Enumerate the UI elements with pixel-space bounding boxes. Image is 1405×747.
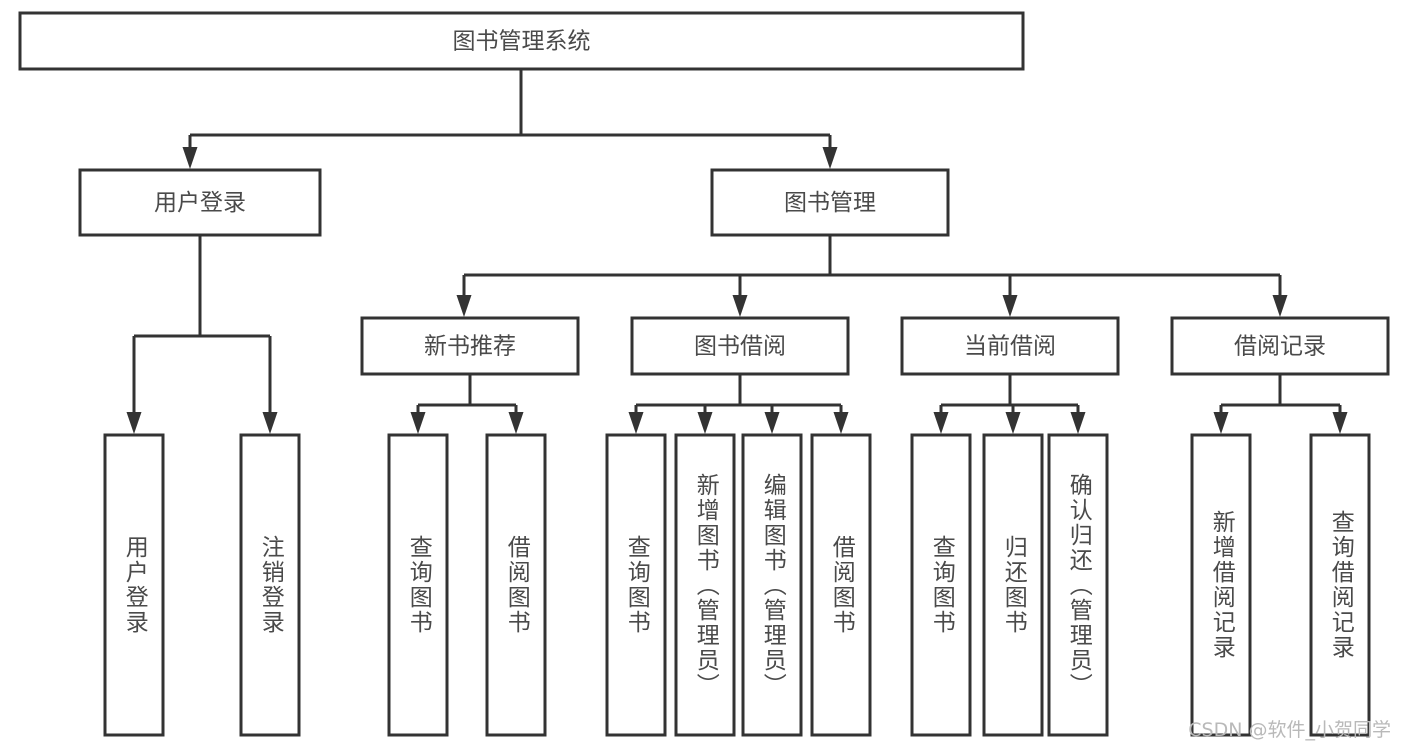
node-n-new-book-rec[interactable]: 新书推荐	[360, 316, 580, 376]
node-n-book-borrow[interactable]: 图书借阅	[630, 316, 850, 376]
node-n-book-manage[interactable]: 图书管理	[710, 168, 950, 237]
edge-group	[628, 374, 849, 434]
node-box[interactable]	[630, 316, 850, 376]
arrow-head-icon	[262, 412, 278, 434]
node-label: 图书管理系统	[453, 29, 591, 55]
node-n-leaf-logout[interactable]	[239, 433, 301, 737]
arrow-head-icon	[1272, 295, 1288, 317]
arrow-head-icon	[410, 412, 426, 434]
node-label: 当前借阅	[964, 334, 1056, 360]
node-box[interactable]	[239, 433, 301, 737]
node-box[interactable]	[710, 168, 950, 237]
arrow-head-icon	[1213, 412, 1229, 434]
node-box[interactable]	[1309, 433, 1371, 737]
node-box[interactable]	[605, 433, 667, 737]
node-box[interactable]	[1047, 433, 1109, 737]
edge-group	[182, 69, 838, 169]
edge-group	[410, 374, 524, 434]
arrow-head-icon	[456, 295, 472, 317]
arrow-head-icon	[933, 412, 949, 434]
node-n-leaf-borrow-book-1[interactable]	[485, 433, 547, 737]
arrow-head-icon	[1070, 412, 1086, 434]
arrow-head-icon	[833, 412, 849, 434]
node-n-leaf-user-login[interactable]	[103, 433, 165, 737]
node-box[interactable]	[485, 433, 547, 737]
node-box[interactable]	[900, 316, 1120, 376]
arrow-head-icon	[126, 412, 142, 434]
node-box[interactable]	[1170, 316, 1390, 376]
node-n-leaf-query-record[interactable]	[1309, 433, 1371, 737]
node-box[interactable]	[78, 168, 322, 237]
node-label: 图书管理	[784, 190, 876, 216]
arrow-head-icon	[764, 412, 780, 434]
node-n-leaf-return-book[interactable]	[982, 433, 1044, 737]
node-n-leaf-query-book-3[interactable]	[910, 433, 972, 737]
edge-group	[933, 374, 1086, 434]
node-label: 新书推荐	[424, 334, 516, 360]
arrow-head-icon	[697, 412, 713, 434]
node-box[interactable]	[1190, 433, 1252, 737]
edge-group	[456, 235, 1288, 317]
node-n-leaf-query-book-1[interactable]	[387, 433, 449, 737]
watermark: CSDN @软件_小贺同学	[1188, 719, 1391, 741]
node-n-leaf-query-book-2[interactable]	[605, 433, 667, 737]
node-box[interactable]	[103, 433, 165, 737]
node-n-leaf-add-book[interactable]	[674, 433, 736, 737]
arrow-head-icon	[1005, 412, 1021, 434]
node-n-user-login[interactable]: 用户登录	[78, 168, 322, 237]
node-box[interactable]	[982, 433, 1044, 737]
node-box[interactable]	[674, 433, 736, 737]
edge-group	[126, 235, 278, 434]
node-box[interactable]	[360, 316, 580, 376]
node-n-leaf-add-record[interactable]	[1190, 433, 1252, 737]
node-label: 图书借阅	[694, 334, 786, 360]
node-n-leaf-borrow-book-2[interactable]	[810, 433, 872, 737]
arrow-head-icon	[1332, 412, 1348, 434]
edge-group	[1213, 374, 1348, 434]
node-n-leaf-confirm-return[interactable]	[1047, 433, 1109, 737]
node-label: 借阅记录	[1234, 334, 1326, 360]
arrow-head-icon	[628, 412, 644, 434]
node-box[interactable]	[387, 433, 449, 737]
arrow-head-icon	[732, 295, 748, 317]
node-box[interactable]	[18, 11, 1025, 71]
node-box[interactable]	[910, 433, 972, 737]
node-n-leaf-edit-book[interactable]	[741, 433, 803, 737]
node-label: 用户登录	[154, 190, 246, 216]
node-root[interactable]: 图书管理系统	[18, 11, 1025, 71]
node-box[interactable]	[810, 433, 872, 737]
node-box[interactable]	[741, 433, 803, 737]
arrow-head-icon	[508, 412, 524, 434]
node-n-borrow-record[interactable]: 借阅记录	[1170, 316, 1390, 376]
arrow-head-icon	[1002, 295, 1018, 317]
edges-layer	[126, 69, 1348, 434]
arrow-head-icon	[182, 147, 198, 169]
arrow-head-icon	[822, 147, 838, 169]
node-n-current-borrow[interactable]: 当前借阅	[900, 316, 1120, 376]
